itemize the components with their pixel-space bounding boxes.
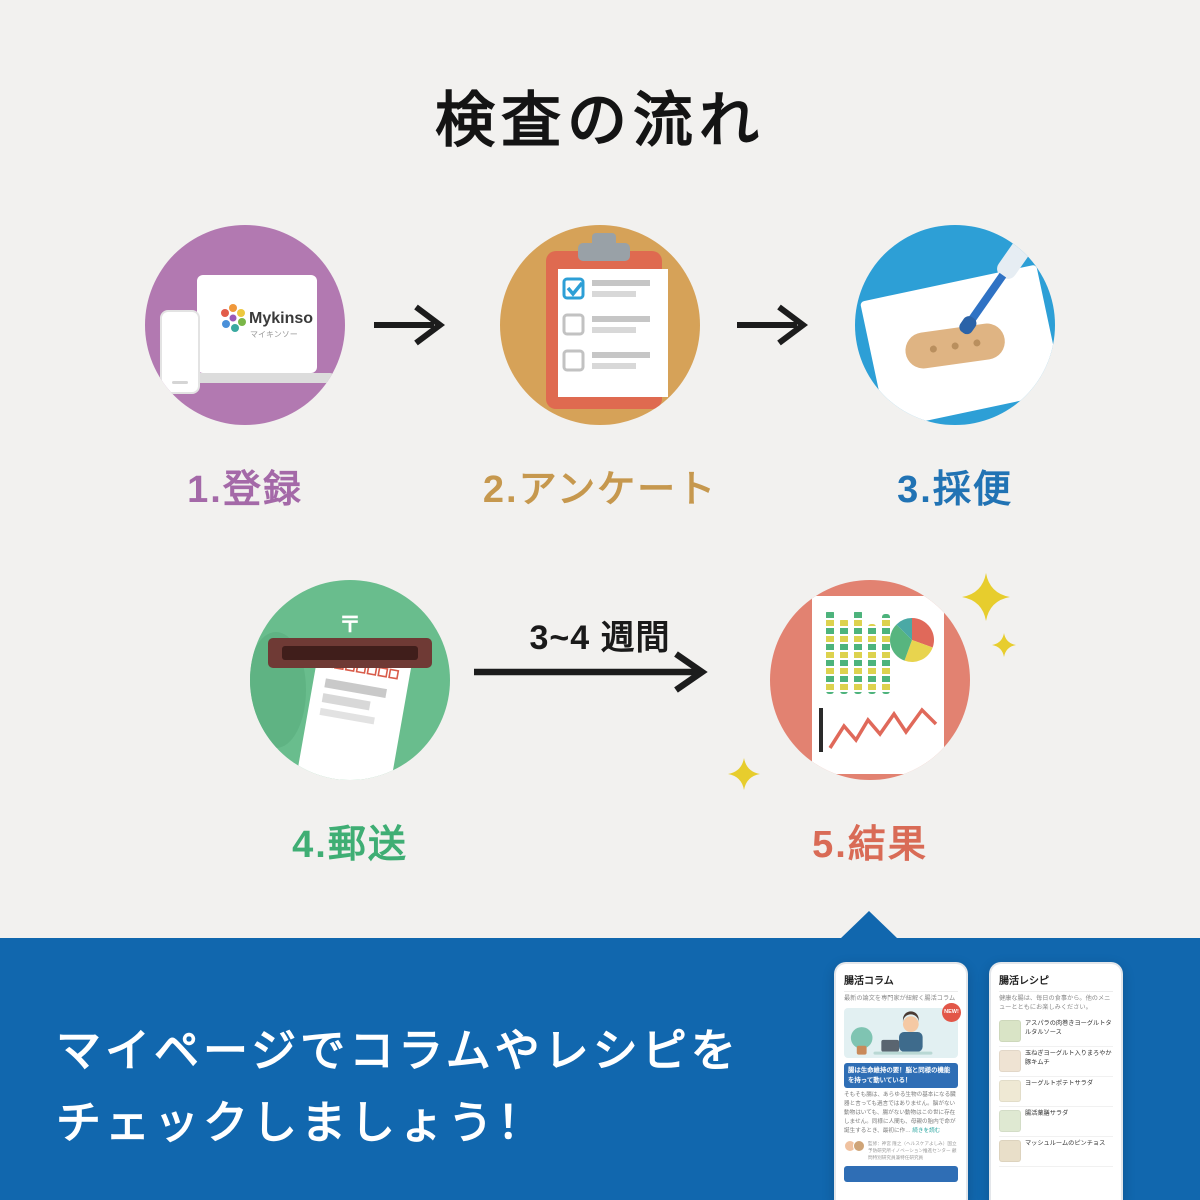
flow-arrow-2: [735, 303, 821, 347]
article-author: 監修：神宮 隆之（ヘルスケアよしみ）国立予防研究所イノベーション推進センター 顧…: [844, 1139, 958, 1161]
author-avatars: [844, 1139, 865, 1152]
checkbox-icon: [562, 313, 585, 336]
report-chart-icon: [770, 580, 970, 780]
recipe-thumbnail: [999, 1110, 1021, 1133]
recipe-thumbnail: [999, 1080, 1021, 1103]
recipe-list-item[interactable]: ヨーグルトポテトサラダ: [999, 1077, 1113, 1107]
flow-arrow-1: [372, 303, 458, 347]
sparkle-icon: [728, 758, 760, 790]
step2-survey-illustration: [500, 225, 700, 425]
logo-kana: マイキンソー: [250, 330, 298, 339]
step4-mail-illustration: 〒: [250, 580, 450, 780]
recipe-list-item[interactable]: 腸活薬膳サラダ: [999, 1107, 1113, 1137]
recipe-title: ヨーグルトポテトサラダ: [1025, 1080, 1094, 1088]
recipe-phone-mockup: 腸活レシピ 健康な腸は、毎日の食事から。他のメニューとともにお楽しみください。 …: [989, 962, 1123, 1200]
read-more-link[interactable]: 続きを読む: [912, 1127, 941, 1134]
pie-chart-icon: [889, 618, 934, 662]
phone-icon: [160, 310, 200, 394]
step5-label: 5.結果: [812, 824, 928, 866]
page-title: 検査の流れ: [435, 87, 765, 154]
line-chart-icon: [819, 707, 938, 752]
swab-icon: [855, 225, 1055, 425]
article-body: そもそも腸は、あらゆる生物の基本になる臓器と言っても過言ではありません。脳がない…: [844, 1091, 958, 1136]
recipe-thumbnail: [999, 1020, 1021, 1043]
banner-pointer-triangle: [840, 911, 898, 939]
postal-mark: 〒: [339, 612, 361, 637]
recipe-thumbnail: [999, 1140, 1021, 1163]
next-article-title-cutoff: [844, 1166, 958, 1183]
recipe-title: 玉ねぎヨーグルト入りまろやか豚キムチ: [1025, 1050, 1112, 1067]
recipe-list-item[interactable]: マッシュルームのピンチョス: [999, 1137, 1113, 1167]
column-phone-mockup: 腸活コラム 最新の論文を専門家が紐解く腸活コラム NEW! 腸は生命維持の要！脳…: [834, 962, 968, 1200]
article-illustration: NEW!: [844, 1002, 961, 1058]
step2-label: 2.アンケート: [482, 469, 718, 511]
step1-registration-illustration: Mykinso マイキンソー: [145, 225, 345, 425]
recipe-title: 腸活薬膳サラダ: [1025, 1110, 1069, 1118]
recipe-app-title: 腸活レシピ: [999, 972, 1113, 992]
arrow-right-icon: [474, 651, 708, 693]
banner-text-line2: チェックしましょう！: [56, 1097, 547, 1148]
recipe-thumbnail: [999, 1050, 1021, 1073]
postbox-icon: 〒: [250, 580, 450, 780]
column-app-title: 腸活コラム: [844, 972, 958, 992]
flow-arrow-3: [472, 650, 722, 694]
new-badge[interactable]: NEW!: [942, 1002, 961, 1022]
step1-label: 1.登録: [187, 469, 303, 511]
recipe-list-item[interactable]: アスパラの肉巻きヨーグルトタルタルソース: [999, 1017, 1113, 1047]
avatar: [853, 1139, 865, 1152]
recipe-title: マッシュルームのピンチョス: [1025, 1140, 1106, 1148]
checkbox-icon: [562, 349, 585, 372]
step3-sampling-illustration: [855, 225, 1055, 425]
author-credit: 監修：神宮 隆之（ヘルスケアよしみ）国立予防研究所イノベーション推進センター 顧…: [868, 1140, 957, 1161]
arrow-right-icon: [737, 304, 808, 346]
checkbox-checked-icon: [562, 277, 585, 300]
clipboard-icon: [500, 225, 700, 425]
column-subtitle: 最新の論文を専門家が紐解く腸活コラム: [844, 995, 956, 1002]
arrow-right-icon: [374, 304, 445, 346]
sparkle-icon: [992, 633, 1016, 657]
sparkle-icon: [962, 573, 1010, 621]
article-hero-image: [850, 1011, 933, 1055]
logo-name: Mykinso: [249, 310, 313, 327]
bar-chart-icon: [826, 610, 890, 694]
step5-results-illustration: [770, 580, 970, 780]
envelope-icon: [297, 645, 412, 780]
recipe-title: アスパラの肉巻きヨーグルトタルタルソース: [1025, 1020, 1112, 1037]
wait-duration-label: 3~4 週間: [529, 619, 671, 657]
step3-label: 3.採便: [897, 469, 1013, 511]
laptop-icon: Mykinso マイキンソー: [145, 225, 345, 425]
article-body-text: そもそも腸は、あらゆる生物の基本になる臓器と言っても過言ではありません。脳がない…: [844, 1092, 956, 1134]
mykinso-logo-icon: [221, 304, 246, 332]
article-title[interactable]: 腸は生命維持の要！脳と同様の機能を持って動いている！: [844, 1062, 958, 1089]
stool-icon: [905, 323, 1005, 369]
recipe-subtitle: 健康な腸は、毎日の食事から。他のメニューとともにお楽しみください。: [999, 995, 1111, 1011]
banner-text-line1: マイページでコラムやレシピを: [56, 1025, 740, 1076]
step4-label: 4.郵送: [292, 824, 408, 866]
recipe-list-item[interactable]: 玉ねぎヨーグルト入りまろやか豚キムチ: [999, 1047, 1113, 1077]
